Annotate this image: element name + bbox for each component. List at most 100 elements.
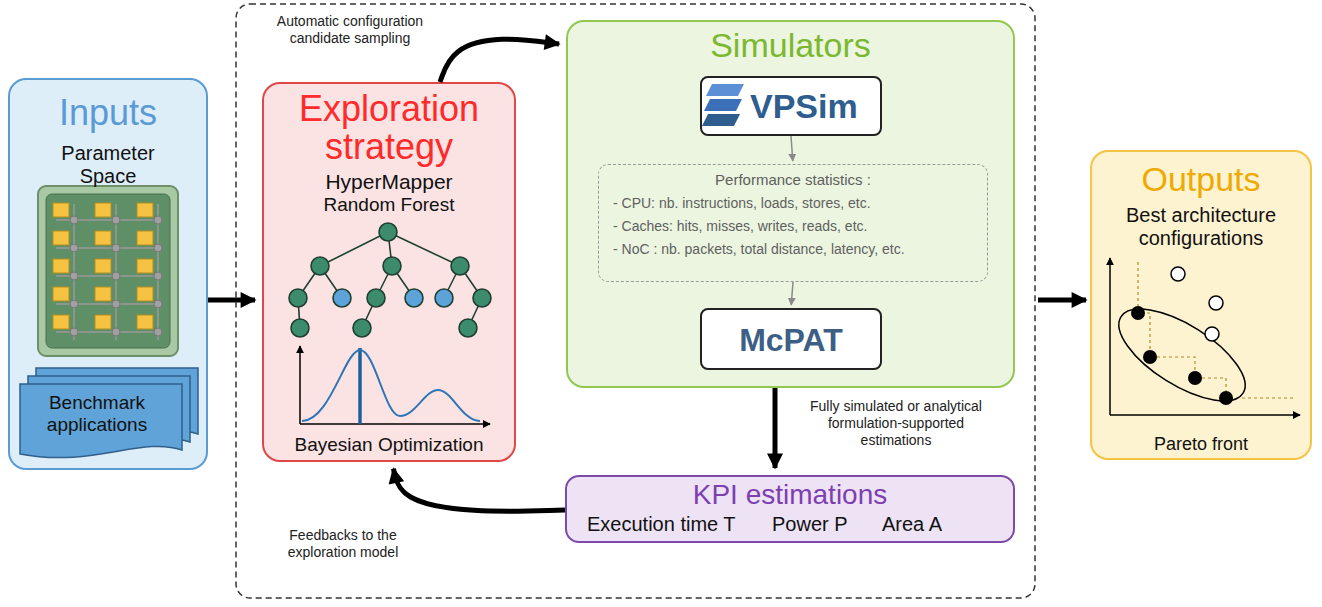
chip-illustration-part — [154, 328, 162, 336]
simulator-box: McPAT — [700, 308, 882, 370]
exploration-panel: Exploration strategyHyperMapperRandom Fo… — [262, 82, 516, 462]
simulator-name: McPAT — [702, 322, 880, 359]
chip-illustration-part — [154, 272, 162, 280]
chip-illustration-part — [56, 303, 162, 305]
feedback-arrow — [393, 469, 565, 511]
chip-illustration-part — [73, 204, 75, 340]
random-forest-icon-part — [289, 289, 307, 307]
axis-label: Pareto front — [1092, 434, 1310, 455]
random-forest-icon-part — [298, 298, 300, 328]
stats-arrow — [791, 136, 793, 161]
chip-illustration-part — [53, 287, 69, 301]
chip-illustration — [38, 186, 178, 356]
panel-subtitle: Best architecture configurations — [1108, 204, 1294, 250]
panel-title: Inputs — [10, 92, 206, 133]
estimation-arrow — [773, 388, 778, 468]
pareto-chart-part — [1188, 371, 1202, 385]
pareto-chart-part — [1131, 306, 1145, 320]
random-forest-icon-part — [383, 257, 401, 275]
chip-illustration-part — [95, 203, 111, 217]
chip-illustration-part — [137, 259, 153, 273]
vpsim-logo-part — [704, 99, 742, 111]
random-forest-icon-part — [362, 298, 376, 328]
chip-illustration-part — [154, 300, 162, 308]
flow-arrow — [208, 298, 255, 303]
pareto-chart-part — [1205, 327, 1219, 341]
random-forest-icon-part — [291, 319, 309, 337]
chip-illustration-part — [53, 231, 69, 245]
chip-illustration-part — [154, 244, 162, 252]
chip-illustration-part — [112, 244, 120, 252]
stats-arrow — [791, 282, 793, 305]
statistics-heading: Performance statistics : — [599, 171, 987, 188]
random-forest-icon-part — [388, 232, 460, 266]
chip-illustration-part — [115, 204, 117, 340]
framework-frame — [236, 4, 1035, 598]
random-forest-icon-part — [311, 257, 329, 275]
panel-title: Exploration strategy — [264, 90, 514, 166]
panel-title: Outputs — [1092, 160, 1310, 199]
chip-illustration-part — [112, 300, 120, 308]
statistics-item: - NoC : nb. packets, total distance, lat… — [613, 241, 983, 257]
edge-label: Fully simulated or analytical formulatio… — [803, 397, 989, 449]
random-forest-icon-part — [444, 266, 460, 298]
chip-illustration-part — [112, 216, 120, 224]
pareto-chart — [1105, 258, 1300, 419]
random-forest-icon-part — [405, 289, 423, 307]
random-forest-icon-part — [459, 319, 477, 337]
random-forest-icon-part — [353, 319, 371, 337]
chip-illustration-part — [95, 231, 111, 245]
bayesian-plot-icon-part — [300, 423, 490, 425]
chip-illustration-part — [56, 331, 162, 333]
bayesian-plot-icon-part — [302, 350, 480, 421]
random-forest-icon — [289, 223, 491, 337]
random-forest-icon-part — [473, 289, 491, 307]
panel-subtitle: Parameter Space — [48, 142, 168, 188]
vpsim-logo — [702, 84, 744, 126]
pareto-chart-part — [1110, 414, 1300, 416]
chip-illustration-part — [112, 328, 120, 336]
random-forest-icon-part — [388, 232, 392, 266]
statistics-item: - CPU: nb. instructions, loads, stores, … — [613, 195, 983, 211]
kpi-item: Power P — [772, 513, 848, 536]
kpi-panel: KPI estimationsExecution time TPower PAr… — [565, 475, 1015, 543]
chip-illustration-part — [38, 186, 178, 356]
pareto-chart-part — [1109, 258, 1111, 415]
edge-label: Automatic configuration candidate sampli… — [256, 12, 444, 48]
random-forest-icon-part — [379, 223, 397, 241]
kpi-item: Area A — [882, 513, 942, 536]
random-forest-icon-part — [367, 289, 385, 307]
random-forest-icon-part — [333, 289, 351, 307]
pareto-chart-part — [1171, 267, 1185, 281]
edge-label: Feedbacks to the exploration model — [262, 526, 424, 562]
outputs-panel: OutputsBest architecture configurationsP… — [1090, 150, 1312, 460]
inputs-panel: InputsParameter SpaceBenchmark applicati… — [8, 78, 208, 470]
chip-illustration-part — [70, 328, 78, 336]
framework-frame-part — [236, 4, 1035, 598]
chip-illustration-part — [95, 259, 111, 273]
vpsim-logo-part — [706, 84, 744, 96]
random-forest-icon-part — [468, 298, 482, 328]
chip-illustration-part — [53, 259, 69, 273]
chip-illustration-part — [137, 231, 153, 245]
sampling-arrow — [440, 39, 559, 82]
pareto-chart-part — [1105, 291, 1259, 418]
vpsim-logo-part — [702, 114, 740, 126]
chip-illustration-part — [137, 287, 153, 301]
method-label: Bayesian Optimization — [264, 434, 514, 456]
pareto-chart-part — [1219, 391, 1233, 405]
chip-illustration-part — [70, 272, 78, 280]
simulator-name: VPSim — [750, 87, 878, 126]
chip-illustration-part — [112, 272, 120, 280]
chip-illustration-part — [53, 203, 69, 217]
statistics-box: Performance statistics : - CPU: nb. instr… — [598, 164, 988, 282]
simulator-box: VPSim — [700, 76, 882, 136]
chip-illustration-part — [70, 244, 78, 252]
document-page — [20, 384, 182, 458]
chip-illustration-part — [137, 203, 153, 217]
random-forest-icon-part — [451, 257, 469, 275]
chip-illustration-part — [70, 216, 78, 224]
kpi-item: Execution time T — [587, 513, 736, 536]
pareto-chart-part — [1138, 262, 1296, 398]
bayesian-plot-icon — [300, 346, 490, 424]
